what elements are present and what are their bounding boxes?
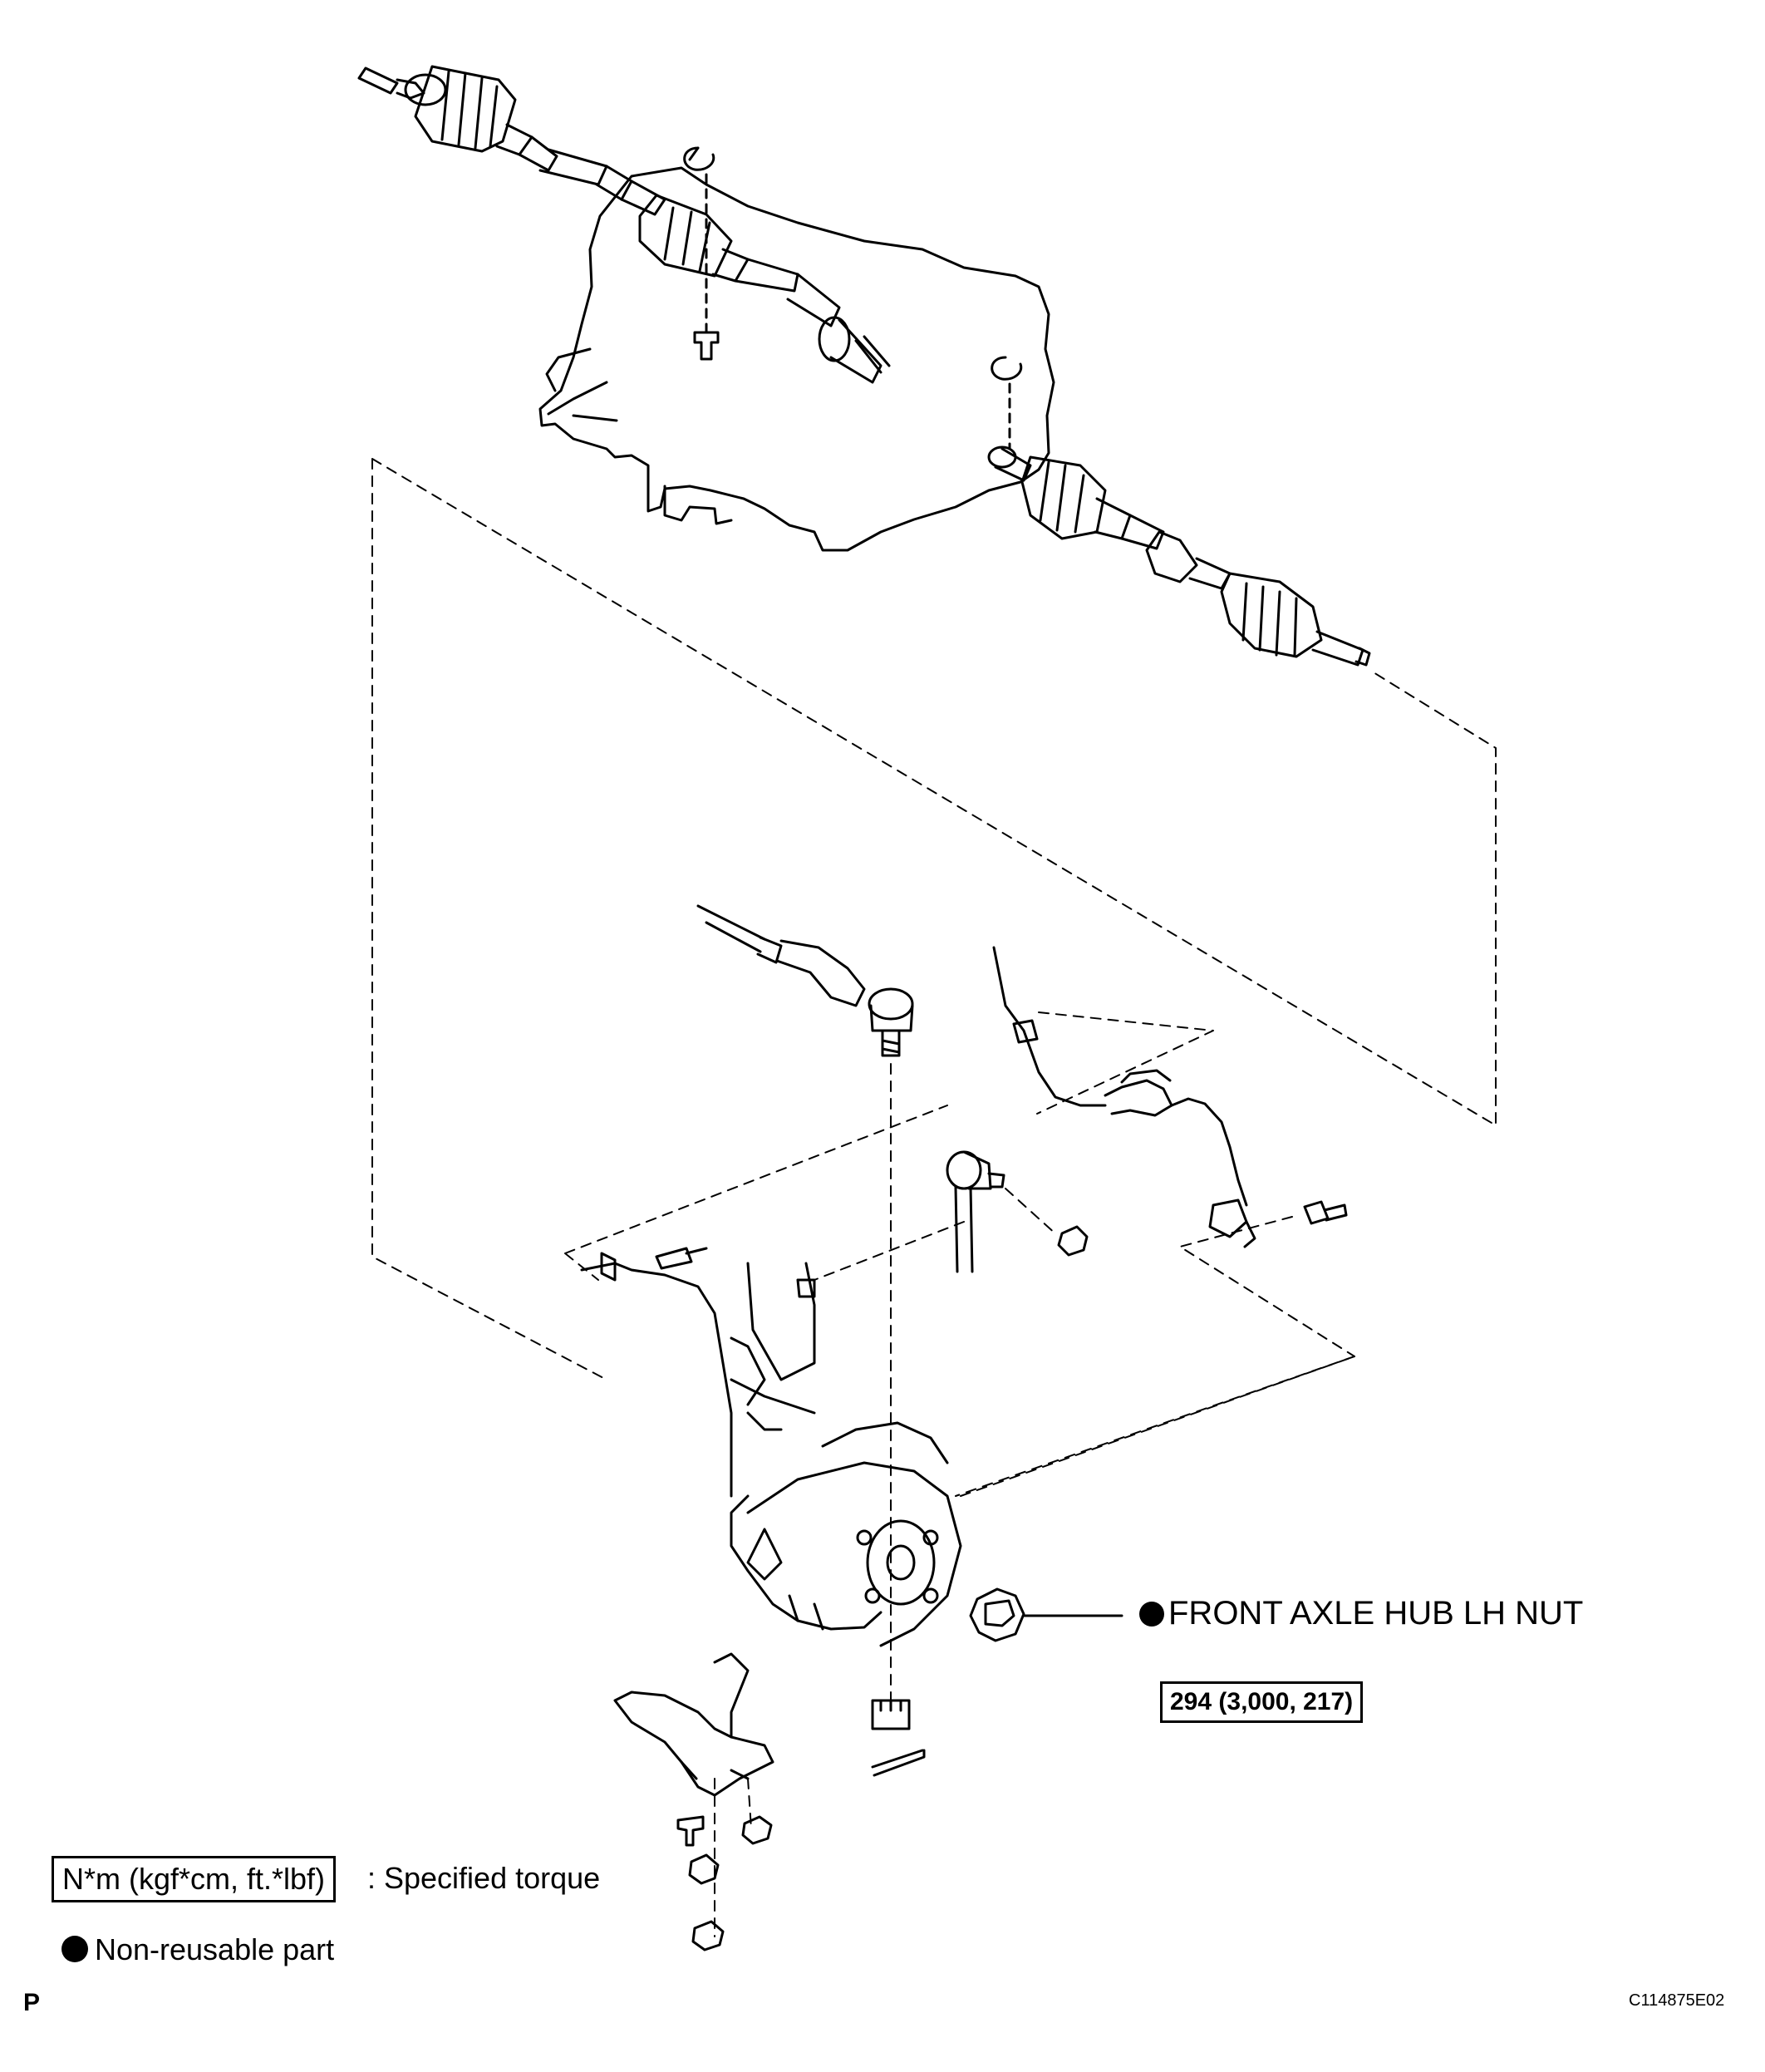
legend-nonreusable: Non-reusable part: [61, 1931, 334, 1969]
speed-sensor-harness: [992, 946, 1256, 1248]
legend-torque-description: : Specified torque: [367, 1861, 601, 1895]
castle-nut: [871, 1699, 911, 1730]
non-reusable-dot-icon: [1139, 1602, 1164, 1627]
lower-suspension-arm: [613, 1652, 774, 1797]
cotter-pin: [871, 1749, 926, 1777]
legend-nonreusable-text: Non-reusable part: [95, 1932, 335, 1966]
housing-lower-tab: [663, 485, 733, 525]
steering-knuckle-assembly: [580, 1247, 962, 1647]
stabilizer-link: [946, 1150, 1005, 1273]
housing-flange-left: [545, 347, 618, 422]
rh-drive-shaft: [987, 445, 1371, 667]
alignment-guide-upper: [371, 458, 1497, 1381]
sensor-bolt: [1303, 1200, 1348, 1225]
link-nut: [1057, 1225, 1089, 1257]
front-axle-hub-nut: [969, 1587, 1025, 1642]
hub-nut-torque-spec: 294 (3,000, 217): [1160, 1681, 1364, 1723]
transaxle-housing: [538, 166, 1055, 552]
filled-circle-icon: [61, 1936, 88, 1962]
tie-rod-end: [696, 904, 914, 1057]
lh-drive-shaft: [357, 65, 891, 384]
figure-code: C114875E02: [1629, 1991, 1725, 2010]
snap-ring-right: [991, 356, 1023, 381]
lower-bolt: [676, 1815, 705, 1847]
lower-nut-bottom: [691, 1920, 725, 1951]
hub-nut-label: FRONT AXLE HUB LH NUT: [1168, 1595, 1584, 1632]
lower-nut-right: [741, 1815, 773, 1845]
bolt-upper: [693, 331, 720, 361]
snap-ring-upper: [683, 146, 715, 171]
alignment-guide-lower: [564, 1105, 1355, 1497]
lower-nut-left: [688, 1853, 720, 1885]
legend-torque-unit-box: N*m (kgf*cm, ft.*lbf): [52, 1856, 337, 1902]
page-letter: P: [23, 1989, 41, 2016]
